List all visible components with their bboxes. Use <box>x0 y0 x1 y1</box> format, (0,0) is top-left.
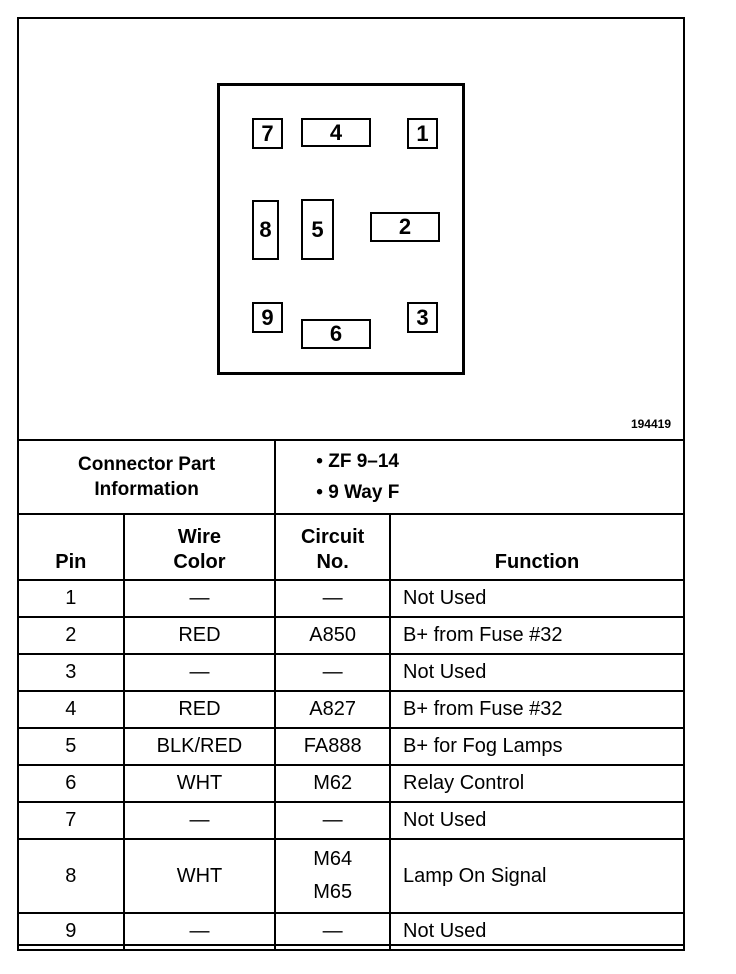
cell-circuit: — <box>274 801 392 840</box>
cell-function: Lamp On Signal <box>389 838 685 914</box>
pin-3: 3 <box>407 302 438 333</box>
connector-info-row: Connector Part Information • ZF 9–14 • 9… <box>16 439 685 515</box>
cell-function: Not Used <box>389 653 685 692</box>
pin-4: 4 <box>301 118 371 147</box>
cell-wire-color: BLK/RED <box>122 727 277 766</box>
cell-function: Relay Control <box>389 764 685 803</box>
cell-wire-color: — <box>122 653 277 692</box>
table-row: 8 WHT M64 M65 Lamp On Signal <box>17 838 685 914</box>
cell-circuit: — <box>274 579 392 618</box>
cell-wire-color: WHT <box>122 838 277 914</box>
cell-function: B+ from Fuse #32 <box>389 690 685 729</box>
cell-pin: 1 <box>17 579 125 618</box>
connector-info-bullet: • 9 Way F <box>316 482 400 503</box>
cell-circuit-line2: M65 <box>313 881 353 903</box>
cell-wire-color: RED <box>122 616 277 655</box>
header-circuit-no: Circuit No. <box>274 513 392 581</box>
cell-circuit: A850 <box>274 616 392 655</box>
connector-info-label-line2: Information <box>94 479 199 500</box>
table-row: 7 — — Not Used <box>17 801 685 840</box>
cell-function: Not Used <box>389 801 685 840</box>
cell-wire-color: — <box>122 912 277 951</box>
pinout-table: Connector Part Information • ZF 9–14 • 9… <box>16 439 685 951</box>
cell-circuit: M62 <box>274 764 392 803</box>
cell-pin: 4 <box>17 690 125 729</box>
cell-circuit: — <box>274 653 392 692</box>
connector-info-label: Connector Part Information <box>16 439 277 515</box>
pin-5: 5 <box>301 199 334 260</box>
cell-wire-color: — <box>122 801 277 840</box>
cell-pin: 3 <box>17 653 125 692</box>
cell-wire-color: — <box>122 579 277 618</box>
cell-pin: 2 <box>17 616 125 655</box>
cell-function: Not Used <box>389 912 685 951</box>
pin-7: 7 <box>252 118 283 149</box>
table-row: 5 BLK/RED FA888 B+ for Fog Lamps <box>17 727 685 766</box>
cell-function: B+ for Fog Lamps <box>389 727 685 766</box>
pin-6: 6 <box>301 319 371 349</box>
table-row: 3 — — Not Used <box>17 653 685 692</box>
connector-info-bullet: • ZF 9–14 <box>316 451 399 472</box>
cell-pin: 7 <box>17 801 125 840</box>
pin-1: 1 <box>407 118 438 149</box>
header-function: Function <box>389 513 685 581</box>
table-row: 1 — — Not Used <box>17 579 685 618</box>
cell-pin: 9 <box>17 912 125 951</box>
cell-wire-color: WHT <box>122 764 277 803</box>
cell-function: B+ from Fuse #32 <box>389 616 685 655</box>
cell-circuit: M64 M65 <box>274 838 392 914</box>
cell-pin: 8 <box>17 838 125 914</box>
cell-pin: 5 <box>17 727 125 766</box>
reference-number: 194419 <box>630 417 671 431</box>
pin-9: 9 <box>252 302 283 333</box>
document-frame: 7 4 1 8 5 2 9 6 3 194419 Connector Part … <box>16 17 685 951</box>
cell-wire-color: RED <box>122 690 277 729</box>
cell-circuit: FA888 <box>274 727 392 766</box>
table-row: 6 WHT M62 Relay Control <box>17 764 685 803</box>
connector-info-label-line1: Connector Part <box>78 454 216 475</box>
connector-diagram: 7 4 1 8 5 2 9 6 3 194419 <box>19 19 683 441</box>
pin-8: 8 <box>252 200 279 260</box>
header-pin: Pin <box>17 513 125 581</box>
cell-circuit-line1: M64 <box>313 848 353 870</box>
cell-circuit: — <box>274 912 392 951</box>
connector-face: 7 4 1 8 5 2 9 6 3 <box>217 83 465 375</box>
connector-info-values: • ZF 9–14 • 9 Way F <box>274 439 685 515</box>
table-row: 2 RED A850 B+ from Fuse #32 <box>17 616 685 655</box>
table-header-row: Pin Wire Color Circuit No. Function <box>17 513 685 581</box>
header-wire-color: Wire Color <box>122 513 277 581</box>
pin-2: 2 <box>370 212 440 242</box>
table-row: 4 RED A827 B+ from Fuse #32 <box>17 690 685 729</box>
cell-function: Not Used <box>389 579 685 618</box>
table-row: 9 — — Not Used <box>17 912 685 951</box>
cell-circuit: A827 <box>274 690 392 729</box>
cell-pin: 6 <box>17 764 125 803</box>
